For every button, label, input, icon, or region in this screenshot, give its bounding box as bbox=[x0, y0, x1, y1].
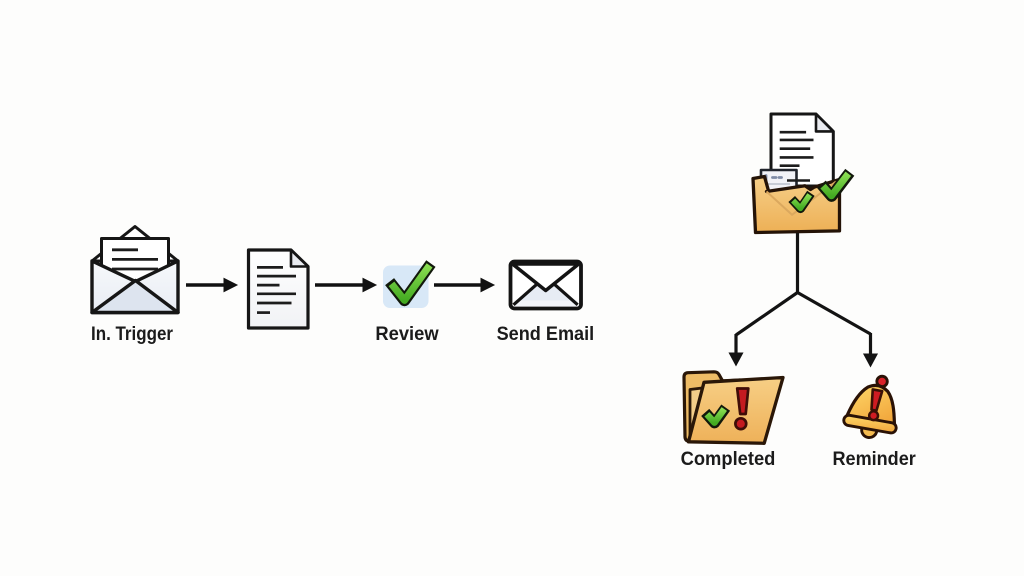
svg-text:Reminder: Reminder bbox=[833, 448, 917, 470]
svg-text:Send Email: Send Email bbox=[497, 323, 595, 345]
svg-text:Completed: Completed bbox=[681, 448, 776, 470]
svg-text:Review: Review bbox=[375, 323, 439, 345]
svg-text:In. Trigger: In. Trigger bbox=[91, 323, 173, 345]
